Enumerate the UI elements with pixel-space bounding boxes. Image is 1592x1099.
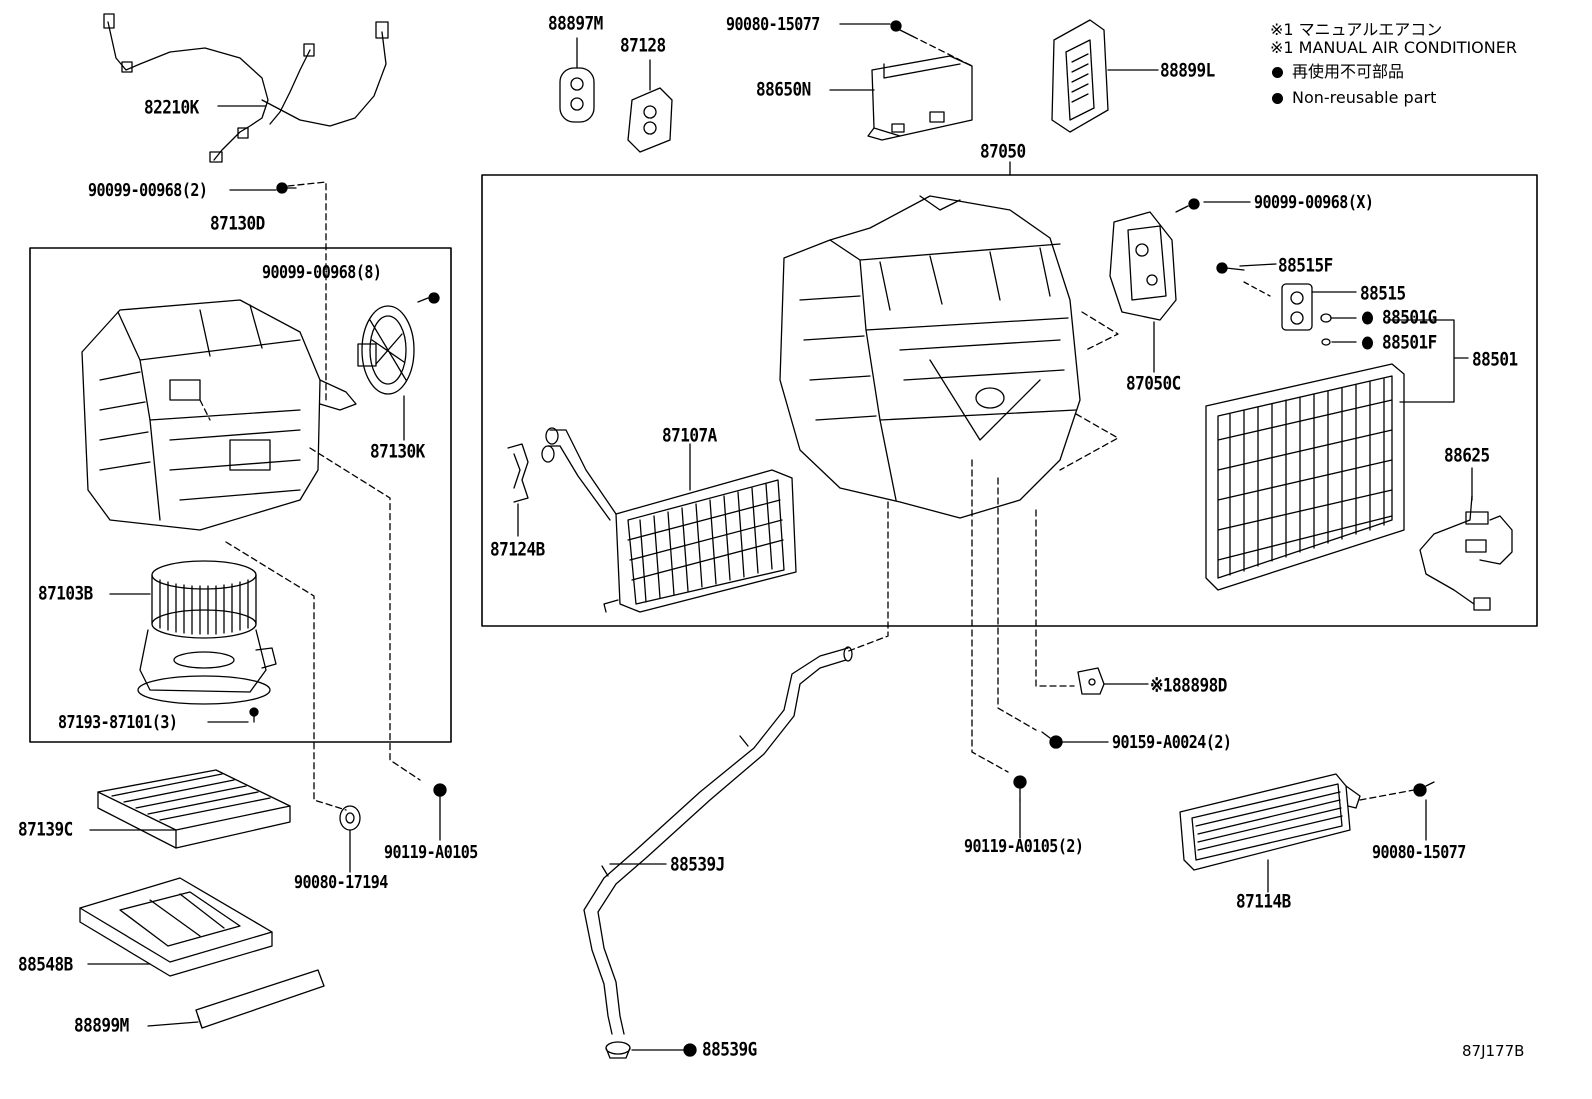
label-87050: 87050: [980, 139, 1026, 163]
label-88501F-text: 88501F: [1382, 330, 1437, 354]
label-90080-17194: 90080-17194: [294, 871, 388, 893]
leader-dash: [997, 477, 1037, 731]
label-88897M: 88897M: [548, 11, 603, 35]
wire-harness-82210K: [103, 13, 389, 163]
o-ring-88501F: [1321, 338, 1331, 346]
blower-case-87130D: [81, 299, 357, 531]
clamp-87124B: [507, 443, 529, 503]
label-88548B: 88548B: [18, 952, 73, 976]
servo-87130K: [357, 305, 415, 395]
leader-dash: [309, 447, 421, 781]
label-88898D: ※188898D: [1150, 673, 1227, 697]
legend-nonreusable-en-text: Non-reusable part: [1292, 88, 1437, 107]
label-90159-A0024-2: 90159-A0024(2): [1112, 731, 1232, 753]
servo-87050C: [1109, 211, 1177, 321]
leader-dash: [1359, 789, 1415, 801]
nonreusable-dot-icon: [1362, 336, 1373, 350]
label-90119-A0105: 90119-A0105: [384, 841, 478, 863]
leader-dash: [199, 399, 211, 421]
diagram-ref-code: 87J177B: [1462, 1042, 1525, 1060]
label-88501G-text: 88501G: [1382, 305, 1437, 329]
legend-nonreusable-jp-text: 再使用不可部品: [1292, 62, 1405, 81]
label-90099-00968-X: 90099-00968(X): [1254, 191, 1374, 213]
label-90080-15077-top: 90080-15077: [726, 13, 820, 35]
label-87130K: 87130K: [370, 439, 425, 463]
label-88539J: 88539J: [670, 852, 725, 876]
group-box-87130D: [29, 247, 452, 743]
label-87128: 87128: [620, 33, 666, 57]
group-box-87050: [481, 174, 1538, 627]
label-82210K: 82210K: [144, 95, 199, 119]
label-87103B: 87103B: [38, 581, 93, 605]
leader: [147, 1021, 199, 1027]
label-88501F: 88501F: [1362, 330, 1437, 354]
register-87114B: [1179, 773, 1361, 871]
heater-core-87107A: [541, 427, 797, 613]
leader: [1239, 263, 1277, 267]
label-88899L: 88899L: [1160, 58, 1215, 82]
nonreusable-dot-icon: [1272, 93, 1283, 104]
leader-dash: [1059, 413, 1119, 471]
drain-hose-88539J: [583, 646, 853, 1035]
label-88539G: 88539G: [702, 1037, 757, 1061]
leader-dash: [287, 181, 327, 401]
label-87114B: 87114B: [1236, 889, 1291, 913]
label-87107A: 87107A: [662, 423, 717, 447]
label-88899M: 88899M: [74, 1013, 129, 1037]
leader-dash: [225, 541, 347, 811]
label-88625: 88625: [1444, 443, 1490, 467]
clip-88898D: [1077, 667, 1105, 695]
leader-dash: [1035, 509, 1075, 687]
amplifier-88650N: [867, 55, 973, 141]
expansion-valve-88515: [1281, 283, 1313, 331]
label-88501: 88501: [1472, 347, 1518, 371]
leader-dash: [911, 35, 973, 67]
hvac-housing-87050: [779, 195, 1081, 519]
nonreusable-dot-icon: [1272, 67, 1283, 78]
label-90099-00968-2: 90099-00968(2): [88, 179, 208, 201]
label-88650N: 88650N: [756, 77, 811, 101]
leader-dash: [971, 459, 1009, 773]
leader-dash: [845, 501, 889, 653]
label-88515: 88515: [1360, 281, 1406, 305]
nonreusable-dot-icon: [1362, 311, 1373, 325]
panel-88899L: [1051, 19, 1109, 133]
leader-dash: [1243, 281, 1271, 297]
label-88515F: 88515F: [1278, 253, 1333, 277]
bracket-88501: [1387, 319, 1469, 403]
blower-motor-87103B: [137, 560, 277, 705]
label-87193-87101-3: 87193-87101(3): [58, 711, 178, 733]
label-87124B: 87124B: [490, 537, 545, 561]
leader-dash: [1081, 311, 1119, 351]
evaporator-88501: [1205, 363, 1405, 591]
o-ring-88501G: [1320, 313, 1332, 323]
label-88898D-mark: ※1: [1150, 673, 1173, 697]
filter-87139C: [97, 769, 291, 849]
legend-nonreusable-en: Non-reusable part: [1272, 90, 1436, 106]
pad-87128: [627, 87, 673, 153]
label-87050C: 87050C: [1126, 371, 1181, 395]
label-87139C: 87139C: [18, 817, 73, 841]
legend-note-jp: ※1 マニュアルエアコン: [1270, 20, 1443, 39]
grommet-88539G: [605, 1041, 631, 1059]
legend-nonreusable-jp: 再使用不可部品: [1272, 64, 1404, 80]
tray-88548B: [79, 877, 273, 977]
grommet-88897M: [559, 67, 595, 123]
label-90080-15077-bot: 90080-15077: [1372, 841, 1466, 863]
strip-88899M: [195, 969, 325, 1029]
label-90099-00968-8: 90099-00968(8): [262, 261, 382, 283]
label-90119-A0105-2: 90119-A0105(2): [964, 835, 1084, 857]
thermistor-88625: [1419, 495, 1513, 611]
label-88898D-text: 88898D: [1172, 673, 1227, 697]
label-88501G: 88501G: [1362, 305, 1437, 329]
legend-note-en: ※1 MANUAL AIR CONDITIONER: [1270, 38, 1517, 57]
nut-90080-17194: [339, 805, 361, 831]
label-87130D: 87130D: [210, 211, 265, 235]
